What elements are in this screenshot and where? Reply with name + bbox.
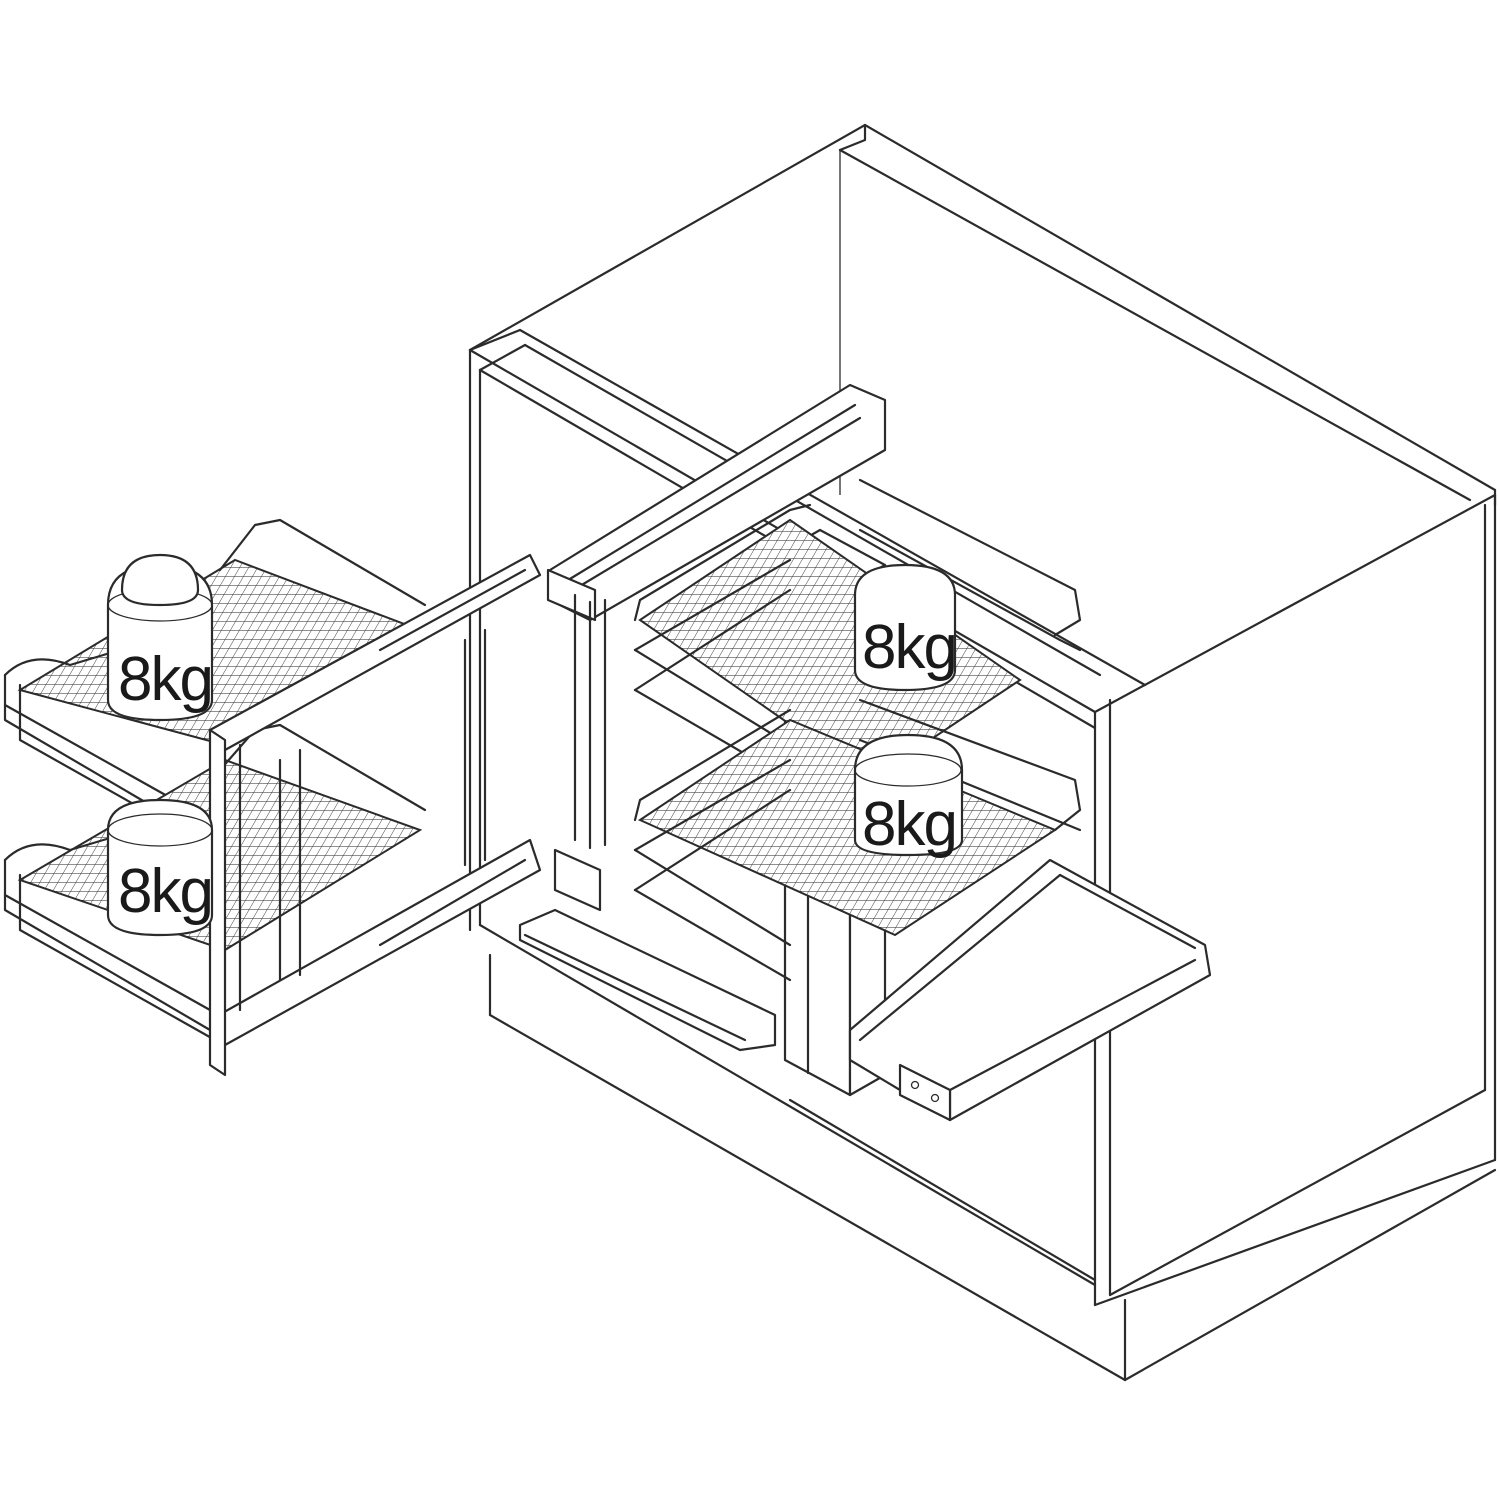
weight-right-lower: 8kg — [853, 733, 964, 859]
right-basket-lower — [633, 698, 1082, 982]
weight-label: 8kg — [862, 613, 956, 682]
weight-right-upper: 8kg — [853, 563, 958, 692]
weight-label: 8kg — [862, 790, 956, 859]
weight-label: 8kg — [118, 857, 212, 926]
lower-bracket — [518, 848, 777, 1052]
lower-slide — [848, 858, 1212, 1122]
weight-left-upper: 8kg — [106, 553, 214, 722]
left-frame — [208, 553, 542, 1077]
cabinet-carcass — [468, 123, 1497, 1382]
upper-runner-assembly — [546, 383, 887, 850]
weight-left-lower: 8kg — [106, 798, 214, 937]
weight-label: 8kg — [118, 645, 212, 714]
